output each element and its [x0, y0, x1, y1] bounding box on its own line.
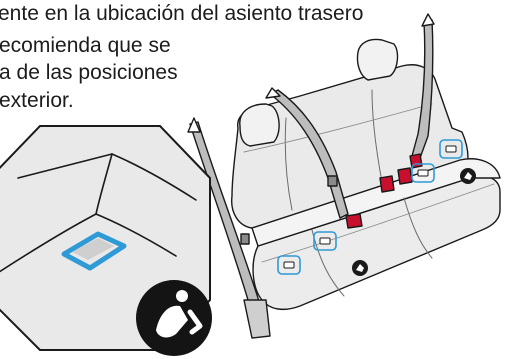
instruction-line-2: ecomienda que se	[0, 34, 171, 57]
anchor-marker-4	[439, 139, 463, 159]
instruction-line-1: ente en la ubicación del asiento trasero	[0, 2, 364, 25]
seat-belt-left-guide	[187, 117, 201, 133]
seat-backrest-seam	[371, 89, 383, 183]
seat-belt-center-guide	[265, 87, 281, 99]
seat-cushion	[252, 175, 501, 311]
seat-belt-center	[269, 89, 349, 219]
buckle-red-1	[345, 213, 363, 229]
inset-seam	[0, 213, 97, 273]
seat-backrest-seam	[284, 117, 293, 211]
anchor-location-marker-icon	[277, 139, 463, 275]
anchor-marker-2	[313, 231, 337, 251]
car-seat-symbol-icon	[460, 168, 476, 184]
buckle-red-2	[379, 175, 395, 193]
headrest-left	[239, 103, 280, 147]
anchor-marker-1	[277, 255, 301, 275]
instruction-line-4: exterior.	[0, 89, 74, 112]
seat-backrest-seam	[243, 103, 433, 153]
seat-cushion-top	[251, 158, 501, 247]
seat-belt-right-guide	[421, 13, 435, 27]
car-seat-symbol-icon	[352, 260, 368, 276]
inset-seam	[111, 153, 197, 201]
inset-anchor-marker	[61, 231, 127, 271]
seat-cushion-seam	[403, 197, 433, 259]
seat-cushion-seam	[261, 183, 495, 263]
buckle-red-3	[397, 167, 413, 185]
car-seat-symbol-icon	[136, 280, 212, 356]
anchor-marker-3	[411, 163, 435, 183]
instruction-line-3: a de las posiciones	[0, 61, 178, 84]
instruction-text: ente en la ubicación del asiento trasero…	[0, 0, 528, 120]
inset-seam	[17, 153, 113, 179]
seat-belt-left-buckle	[240, 233, 250, 245]
headrest-right	[356, 38, 399, 81]
inset-seam	[95, 213, 177, 257]
inset-seam	[95, 153, 113, 215]
seat-belt-center-buckle	[327, 175, 338, 187]
seat-belt-left-floor	[243, 299, 271, 339]
